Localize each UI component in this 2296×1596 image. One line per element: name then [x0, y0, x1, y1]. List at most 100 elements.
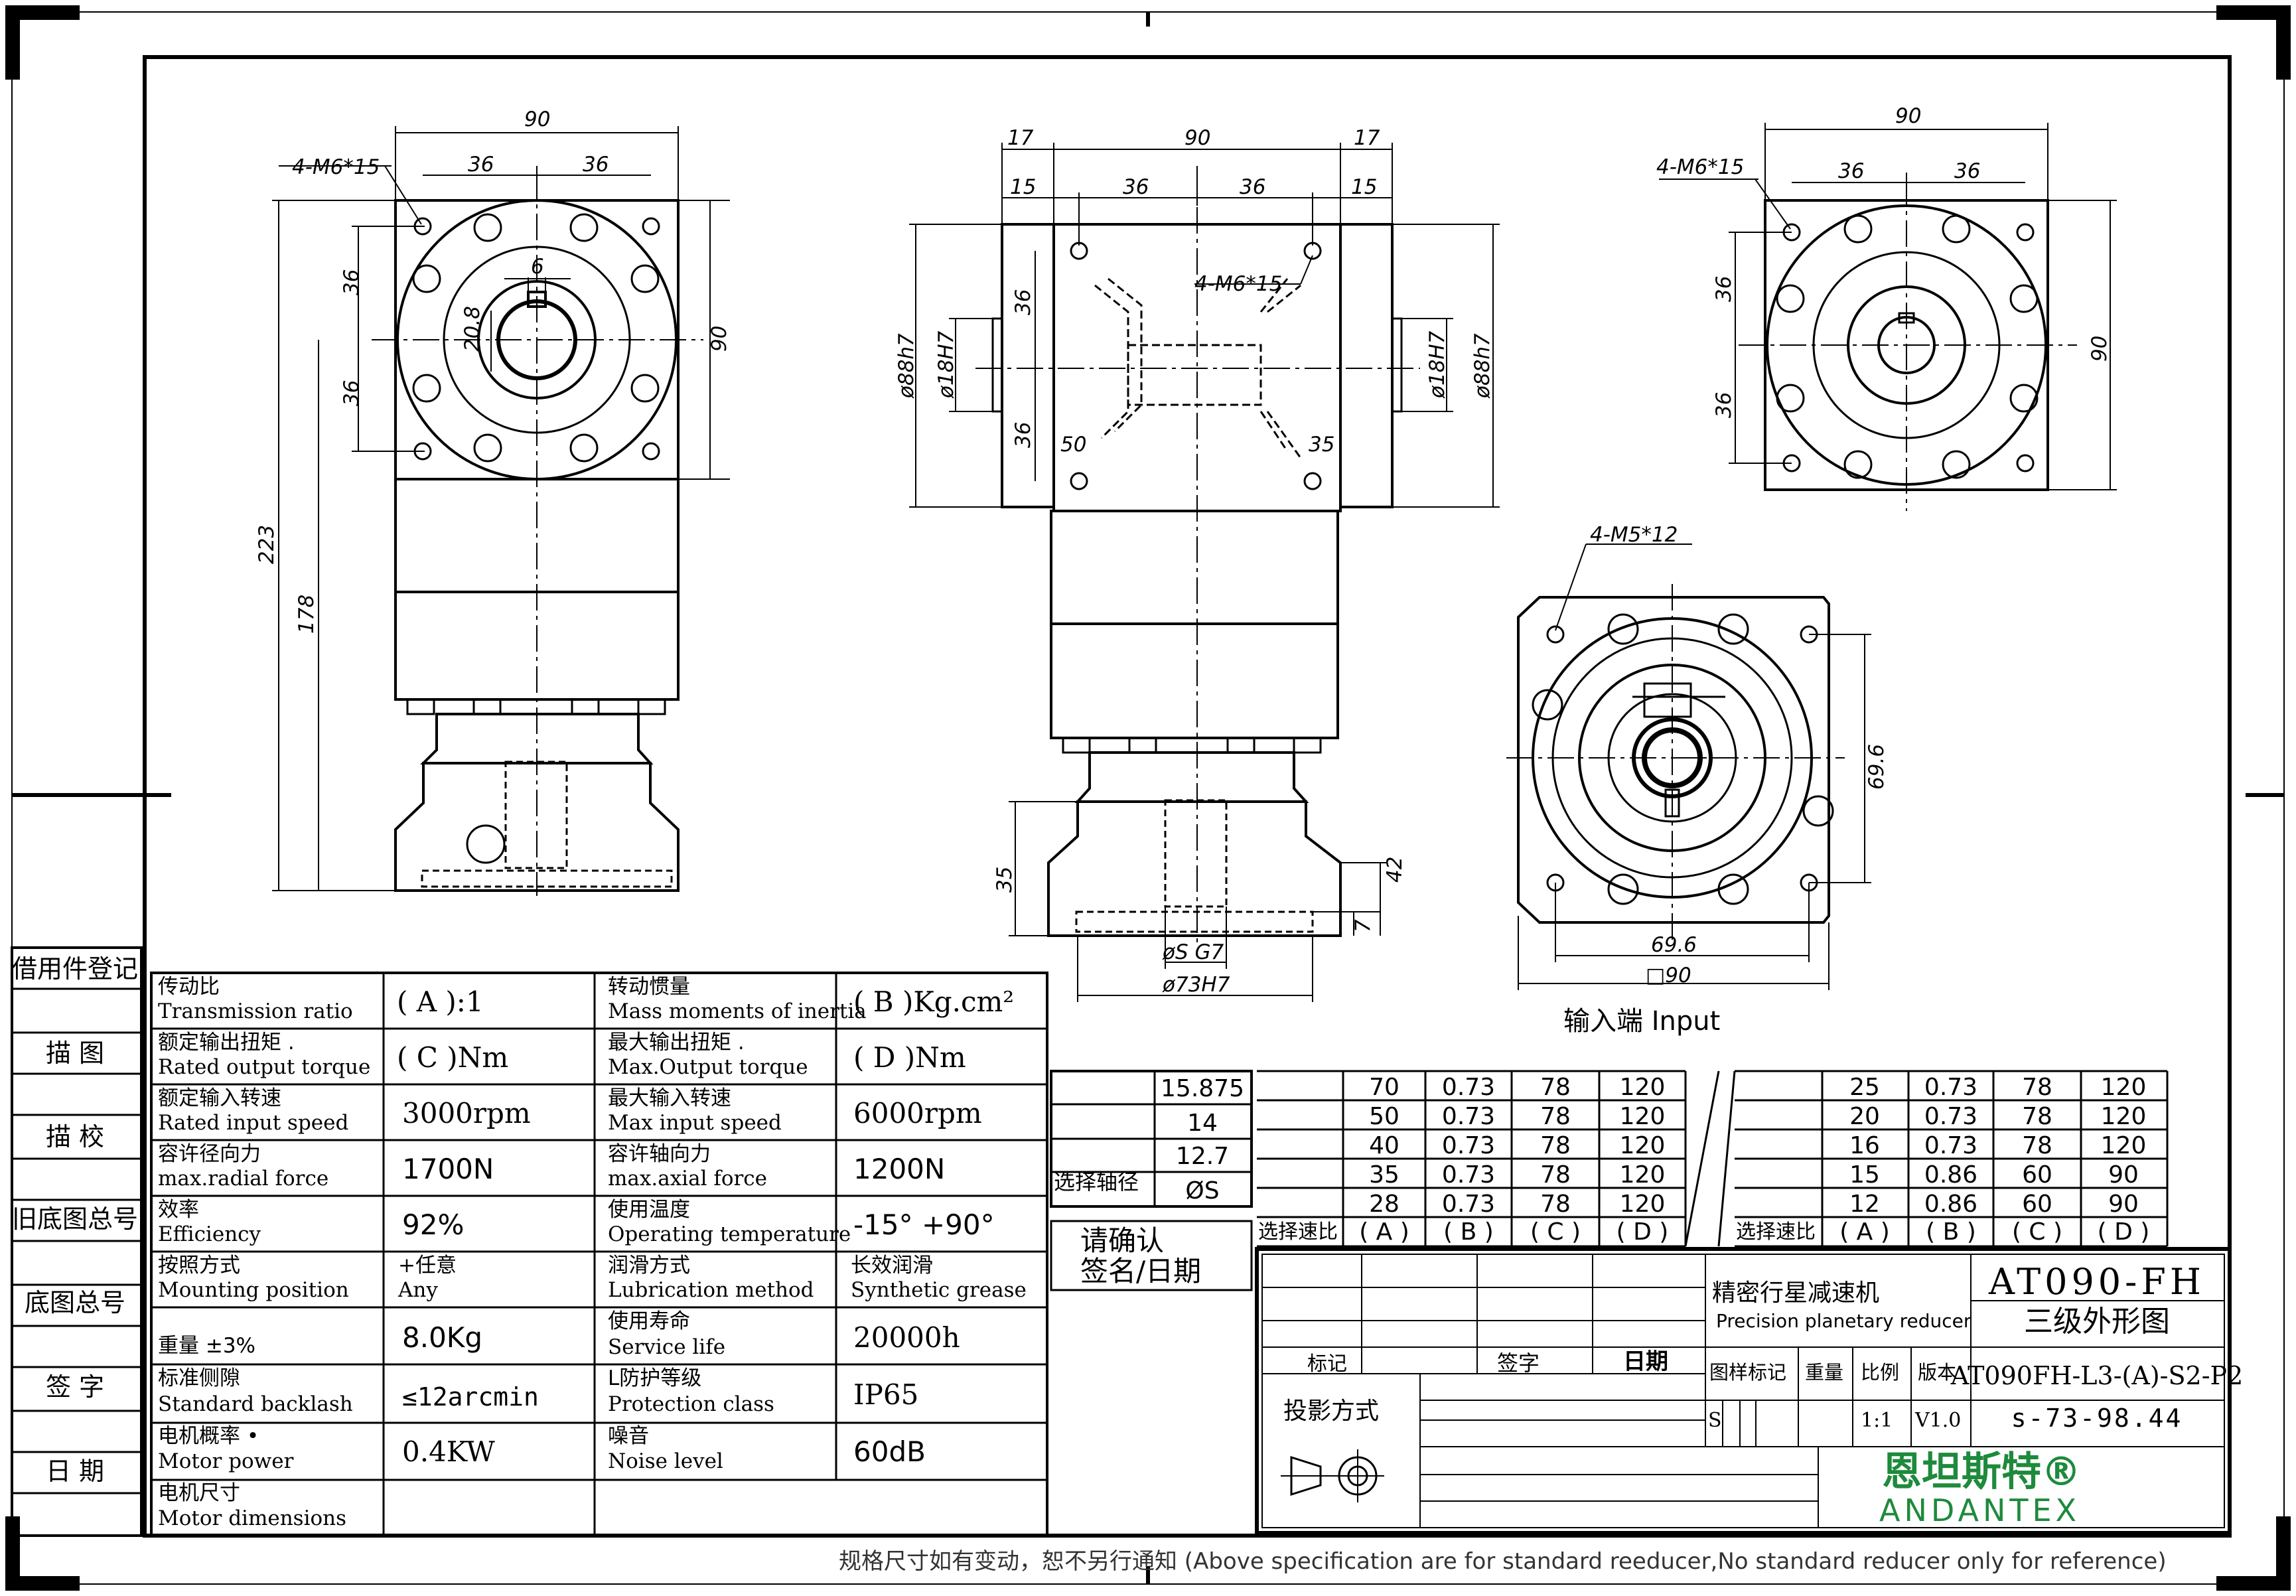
input-view-dims — [1518, 544, 1871, 990]
ratio-label: 选择速比 — [1258, 1220, 1338, 1244]
dim-left-total: 223 — [255, 525, 279, 564]
spec-en1: max.radial force — [158, 1167, 328, 1191]
spec-v2: 6000rpm — [853, 1097, 982, 1129]
spec-zh2: 使用寿命 — [608, 1309, 690, 1333]
dim-left-key: 6 — [531, 255, 544, 279]
dim-center-holes: 4-M6*15 — [1194, 272, 1282, 296]
dim-left-v1: 36 — [340, 269, 364, 295]
ratio-cell: 0.73 — [1924, 1074, 1977, 1101]
ratio-table-right-text: 25 0.73 78 120 20 0.73 78 120 16 0.73 78… — [1736, 1074, 2149, 1246]
dim-left-side: 90 — [707, 326, 731, 352]
ratio-cell: 120 — [2101, 1103, 2147, 1130]
ratio-cell: 120 — [1620, 1103, 1666, 1130]
input-caption: 输入端 Input — [1563, 1006, 1720, 1037]
product-name-zh: 精密行星减速机 — [1712, 1279, 1879, 1307]
ratio-cell: 120 — [1620, 1191, 1666, 1218]
ratio-cell: 0.73 — [1924, 1132, 1977, 1159]
drawing-title: 三级外形图 — [2024, 1305, 2170, 1339]
ratio-label: 选择速比 — [1736, 1220, 1816, 1244]
s-mark: S — [1708, 1409, 1722, 1432]
spec-v2: IP65 — [853, 1378, 918, 1411]
spec-table-text: 传动比 Transmission ratio ( A ):1 转动惯量 Mass… — [158, 975, 1027, 1530]
dim-center-d18b: ø18H7 — [1425, 330, 1449, 399]
dim-input-pcd-v: 69.6 — [1865, 744, 1889, 790]
weight-label: 重量 — [1805, 1361, 1843, 1384]
spec-en1: Rated input speed — [158, 1111, 348, 1135]
spec-en2: Protection class — [608, 1392, 774, 1416]
version-value: V1.0 — [1914, 1409, 1961, 1432]
dim-right-holes: 4-M6*15 — [1656, 155, 1744, 179]
dim-center-36b: 36 — [1240, 175, 1265, 199]
spec-v2: 1200N — [853, 1153, 945, 1185]
dim-center-d73: ø73H7 — [1162, 973, 1230, 997]
spec-v2: 20000h — [853, 1321, 960, 1354]
dim-left-width: 90 — [524, 108, 550, 131]
confirm-line2: 签名/日期 — [1080, 1255, 1201, 1287]
dim-center-90: 90 — [1184, 126, 1210, 150]
side-label-borrow: 借用件登记 — [12, 954, 138, 983]
ratio-cell: 40 — [1369, 1132, 1399, 1159]
left-view-labels: 90 36 36 4-M6*15 6 20.8 36 36 90 223 178 — [255, 108, 731, 634]
side-label-date: 日 期 — [46, 1457, 104, 1486]
spec-v2: -15° +90° — [853, 1208, 995, 1241]
pattern-mark-label: 图样标记 — [1709, 1361, 1786, 1384]
brand-name-zh: 恩坦斯特® — [1882, 1449, 2081, 1495]
ratio-cell: 78 — [2022, 1132, 2052, 1159]
dim-left-h1: 36 — [468, 153, 494, 177]
ratio-cell: 120 — [1620, 1161, 1666, 1189]
ratio-cell: 60 — [2022, 1161, 2052, 1189]
shaft-value: 12.7 — [1176, 1143, 1229, 1170]
right-view-labels: 90 36 36 4-M6*15 36 36 90 — [1656, 104, 2112, 418]
ratio-cell: 120 — [1620, 1132, 1666, 1159]
dim-center-17a: 17 — [1007, 126, 1034, 150]
side-label-draw: 描 图 — [46, 1039, 104, 1068]
shaft-value: 15.875 — [1161, 1075, 1244, 1102]
ratio-cell: 12 — [1849, 1191, 1880, 1218]
shaft-value: ØS — [1185, 1177, 1219, 1204]
spec-en1: Standard backlash — [158, 1392, 353, 1416]
ratio-cell: 0.73 — [1924, 1103, 1977, 1130]
ratio-cell: 16 — [1849, 1132, 1880, 1159]
side-label-base-no: 底图总号 — [25, 1288, 125, 1317]
ratio-cell: 120 — [2101, 1132, 2147, 1159]
dim-right-width: 90 — [1895, 104, 1921, 128]
dim-center-ds: øS G7 — [1162, 940, 1224, 964]
confirm-line1: 请确认 — [1080, 1224, 1164, 1257]
spec-en2: Mass moments of inertia — [608, 999, 867, 1023]
ratio-table-left-text: 70 0.73 78 120 50 0.73 78 120 40 0.73 78… — [1258, 1074, 1668, 1246]
ratio-header: ( C ) — [2012, 1218, 2062, 1246]
ratio-cell: 50 — [1369, 1103, 1399, 1130]
dim-center-v36b: 36 — [1011, 422, 1035, 448]
dim-right-h1: 36 — [1838, 159, 1864, 183]
ratio-cell: 70 — [1369, 1074, 1399, 1101]
ratio-cell: 78 — [2022, 1074, 2052, 1101]
dim-center-15b: 15 — [1351, 175, 1377, 199]
dim-right-v2: 36 — [1712, 392, 1736, 418]
ratio-header: ( B ) — [1443, 1218, 1494, 1246]
spec-v1: ( A ):1 — [397, 985, 484, 1018]
spec-zh2: 噪音 — [608, 1424, 649, 1448]
spec-zh1: 容许径向力 — [158, 1142, 261, 1166]
spec-zh1: 效率 — [158, 1198, 199, 1222]
ratio-cell: 15 — [1849, 1161, 1880, 1189]
dim-center-35: 35 — [1309, 433, 1334, 457]
spec-v2: ( D )Nm — [853, 1041, 966, 1074]
dim-center-d18a: ø18H7 — [934, 330, 958, 399]
side-label-trace: 描 校 — [46, 1122, 104, 1151]
dim-right-v1: 36 — [1712, 276, 1736, 302]
ratio-cell: 90 — [2108, 1161, 2139, 1189]
spec-v1: 92% — [402, 1208, 464, 1241]
model-number: AT090-FH — [1988, 1261, 2205, 1303]
ratio-cell: 35 — [1369, 1161, 1399, 1189]
title-block-text: 精密行星减速机 Precision planetary reducer AT09… — [1283, 1261, 2243, 1528]
ratio-cell: 0.73 — [1442, 1161, 1495, 1189]
ratio-header: ( B ) — [1926, 1218, 1976, 1246]
dim-input-pcd-h: 69.6 — [1651, 933, 1697, 957]
scale-label: 比例 — [1861, 1361, 1899, 1384]
ratio-cell: 0.73 — [1442, 1191, 1495, 1218]
confirm-box: 请确认 签名/日期 — [1050, 1220, 1253, 1291]
ratio-cell: 25 — [1849, 1074, 1880, 1101]
spec-zh2: 最大输出扭矩 . — [608, 1031, 745, 1054]
spec-zh2: L防护等级 — [608, 1366, 701, 1390]
ratio-cell: 0.86 — [1924, 1161, 1977, 1189]
